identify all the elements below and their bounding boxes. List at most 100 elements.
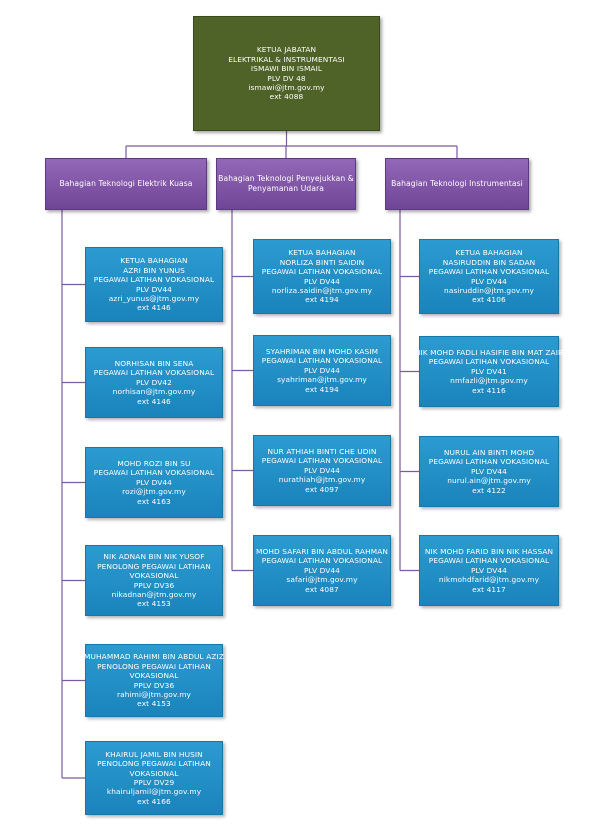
box-text-line: Bahagian Teknologi Instrumentasi <box>391 179 523 188</box>
box-text-line: ext 4088 <box>269 92 304 102</box>
box-text-line: ext 4097 <box>305 484 339 494</box>
box-text-line: NUR ATHIAH BINTI CHE UDIN <box>267 446 377 456</box>
box-text-line: nmfazli@jtm.gov.my <box>450 376 528 386</box>
box-text-line: PEGAWAI LATIHAN VOKASIONAL <box>428 267 550 277</box>
box-text-line: Bahagian Teknologi Penyejukkan & <box>218 174 354 183</box>
department-box: Bahagian Teknologi Penyejukkan &Penyaman… <box>216 158 356 210</box>
box-text-line: ext 4153 <box>137 599 171 609</box>
box-text-line: KETUA BAHAGIAN <box>288 248 356 258</box>
box-text-line: ext 4146 <box>137 303 171 313</box>
box-text-line: PLV DV44 <box>136 284 172 294</box>
box-text-line: KETUA BAHAGIAN <box>120 256 188 266</box>
box-text-line: khairuljamil@jtm.gov.my <box>106 787 202 797</box>
box-text-line: ext 4153 <box>137 699 171 709</box>
box-text-line: ext 4122 <box>472 485 506 495</box>
box-text-line: PPLV DV29 <box>133 778 175 787</box>
box-text-line: rozi@jtm.gov.my <box>122 487 186 497</box>
department-box: Bahagian Teknologi Instrumentasi <box>385 158 529 210</box>
box-text-line: NURUL AIN BINTI MOHD <box>443 447 535 457</box>
box-text-line: PEGAWAI LATIHAN VOKASIONAL <box>428 556 550 566</box>
box-text-line: PLV DV42 <box>136 377 172 387</box>
box-text-line: PEGAWAI LATIHAN VOKASIONAL <box>261 267 383 277</box>
department-box: Bahagian Teknologi Elektrik Kuasa <box>45 158 207 210</box>
box-text-line: ext 4087 <box>305 584 339 594</box>
box-text-line: nurathiah@jtm.gov.my <box>278 475 366 485</box>
box-text-line: nikmohdfarid@jtm.gov.my <box>438 575 540 585</box>
box-text-line: PEGAWAI LATIHAN VOKASIONAL <box>93 275 215 285</box>
box-text-line: MOHD SAFARI BIN ABDUL RAHMAN <box>256 546 388 556</box>
box-text-line: Penyamanan Udara <box>247 184 325 193</box>
box-text-line: ELEKTRIKAL & INSTRUMENTASI <box>228 54 345 64</box>
box-text-line: NASIRUDDIN BIN SADAN <box>442 257 536 267</box>
box-text-line: ext 4163 <box>137 496 171 506</box>
box-text-line: PLV DV 48 <box>267 73 306 83</box>
box-text-line: PPLV DV36 <box>133 580 175 590</box>
box-text-line: norhisan@jtm.gov.my <box>112 387 196 397</box>
box-text-line: ext 4116 <box>472 385 506 395</box>
box-text-line: PLV DV41 <box>471 366 507 376</box>
box-text-line: ext 4106 <box>472 295 506 305</box>
box-text-line: PEGAWAI LATIHAN VOKASIONAL <box>93 468 215 478</box>
box-text-line: azri_yunus@jtm.gov.my <box>108 293 200 303</box>
box-text-line: PLV DV44 <box>304 465 340 475</box>
box-text-line: MOHD ROZI BIN SU <box>117 458 191 468</box>
box-text-line: PEGAWAI LATIHAN VOKASIONAL <box>261 356 383 366</box>
box-text-line: VOKASIONAL <box>129 768 179 778</box>
box-text-line: PPLV DV36 <box>133 680 175 690</box>
box-text-line: rahimi@jtm.gov.my <box>116 689 192 699</box>
box-text-line: ext 4194 <box>305 295 339 305</box>
box-text-line: KHAIRUL JAMIL BIN HUSIN <box>105 749 203 759</box>
box-text-line: PLV DV44 <box>471 565 507 575</box>
box-text-line: safari@jtm.gov.my <box>286 575 358 585</box>
box-text-line: NORLIZA BINTI SAIDIN <box>279 257 365 267</box>
box-text-line: VOKASIONAL <box>129 571 179 581</box>
box-text-line: PLV DV44 <box>304 365 340 375</box>
box-text-line: PLV DV44 <box>304 276 340 286</box>
box-text-line: PEGAWAI LATIHAN VOKASIONAL <box>261 556 383 566</box>
box-text-line: PEGAWAI LATIHAN VOKASIONAL <box>261 456 383 466</box>
box-text-line: VOKASIONAL <box>129 671 179 681</box>
box-text-line: syahriman@jtm.gov.my <box>277 375 367 385</box>
box-text-line: PLV DV44 <box>304 565 340 575</box>
box-text-line: PLV DV44 <box>471 466 507 476</box>
box-text-line: PENOLONG PEGAWAI LATIHAN <box>97 661 211 671</box>
box-text-line: ext 4166 <box>137 796 171 806</box>
box-text-line: PENOLONG PEGAWAI LATIHAN <box>97 561 211 571</box>
box-text-line: AZRI BIN YUNUS <box>123 265 185 275</box>
box-text-line: nurul.ain@jtm.gov.my <box>447 476 531 486</box>
box-text-line: ext 4117 <box>472 584 506 594</box>
box-text-line: ext 4146 <box>137 396 171 406</box>
box-text-line: ismawi@jtm.gov.my <box>248 82 325 92</box>
box-text-line: KETUA JABATAN <box>256 45 317 55</box>
box-text-line: MUHAMMAD RAHIMI BIN ABDUL AZIZ <box>84 652 224 662</box>
box-text-line: NIK MOHD FADLI HASIFIE BIN MAT ZAIB <box>414 347 564 357</box>
box-text-line: SYAHRIMAN BIN MOHD KASIM <box>265 346 379 356</box>
box-text-line: PEGAWAI LATIHAN VOKASIONAL <box>428 457 550 467</box>
box-text-line: PENOLONG PEGAWAI LATIHAN <box>97 759 211 769</box>
box-text-line: PEGAWAI LATIHAN VOKASIONAL <box>93 368 215 378</box>
box-text-line: nasiruddin@jtm.gov.my <box>444 285 534 295</box>
box-text-line: ISMAWI BIN ISMAIL <box>250 64 323 74</box>
box-text-line: PEGAWAI LATIHAN VOKASIONAL <box>428 357 550 367</box>
box-text-line: norliza.saidin@jtm.gov.my <box>271 285 373 295</box>
box-text-line: ext 4194 <box>305 384 339 394</box>
box-text-line: NIK MOHD FARID BIN NIK HASSAN <box>424 546 554 556</box>
box-text-line: NORHISAN BIN SENA <box>114 358 194 368</box>
box-text-line: nikadnan@jtm.gov.my <box>111 589 197 599</box>
box-text-line: NIK ADNAN BIN NIK YUSOF <box>103 552 205 562</box>
box-text-line: Bahagian Teknologi Elektrik Kuasa <box>59 179 193 188</box>
